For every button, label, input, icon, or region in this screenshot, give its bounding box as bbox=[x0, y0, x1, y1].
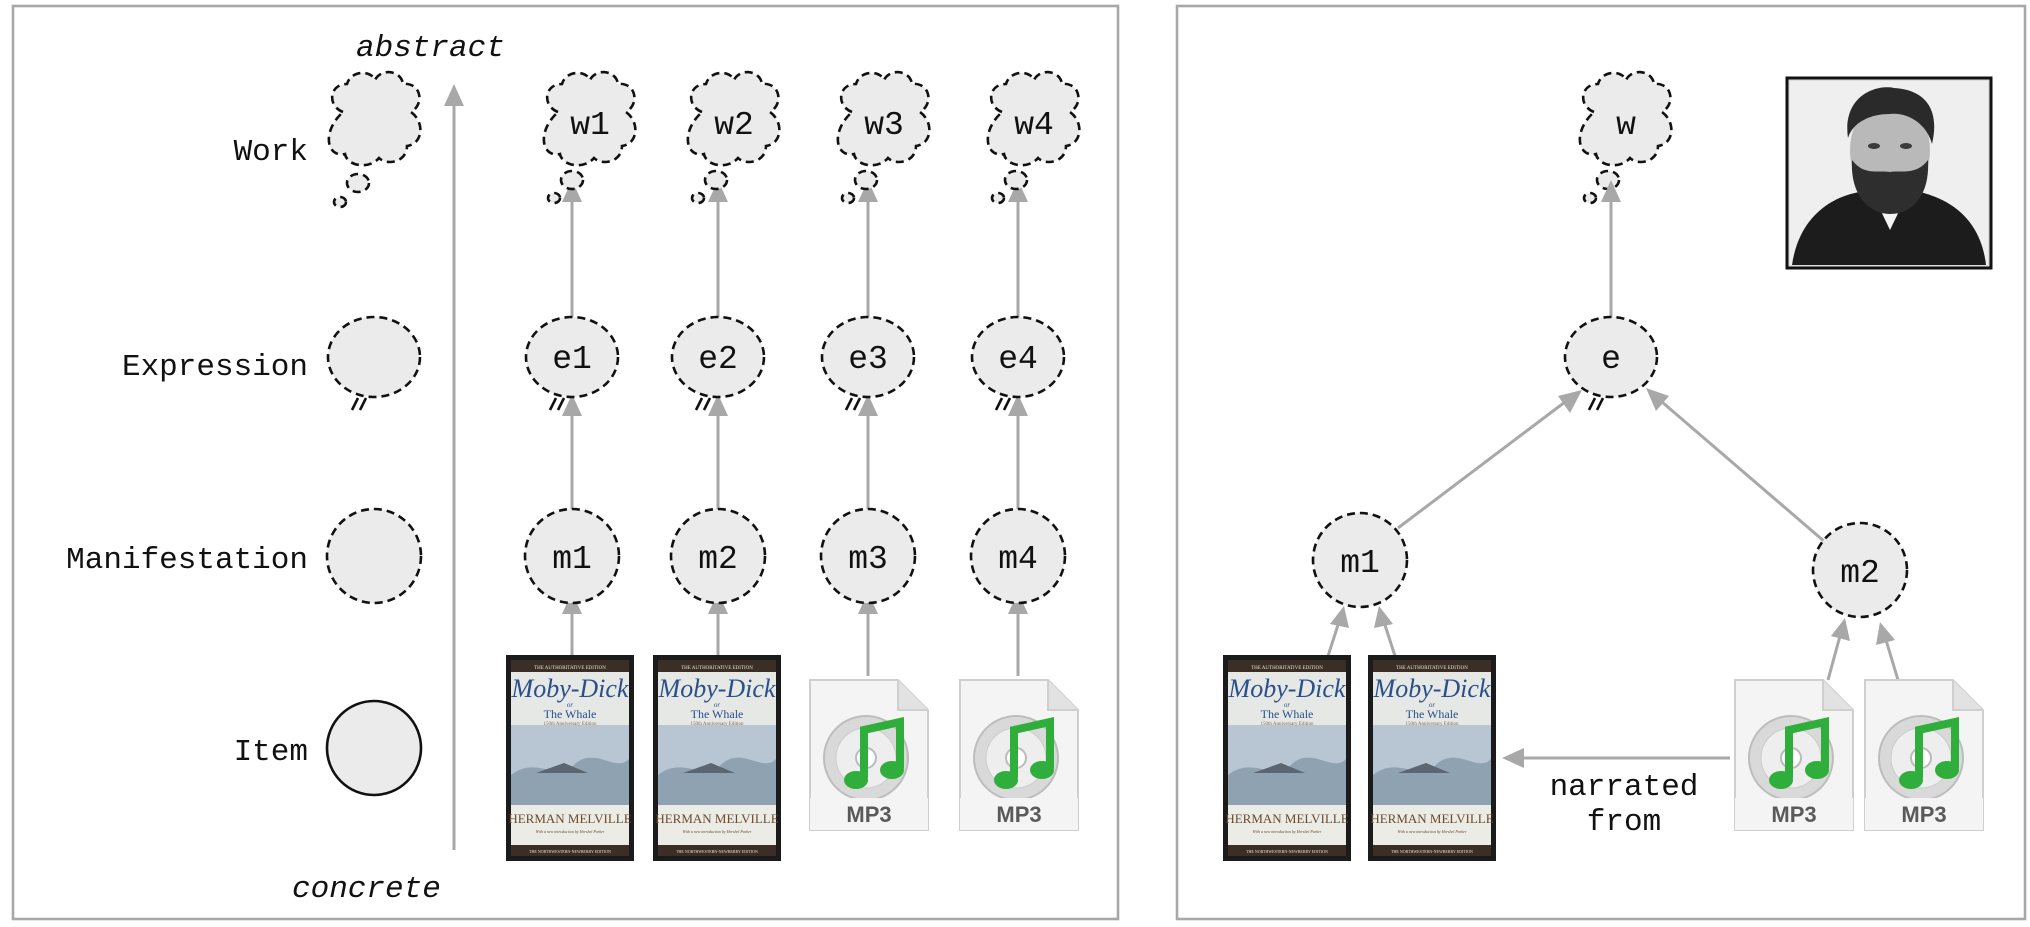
manifestation-node bbox=[669, 507, 767, 605]
expression-node-label: e2 bbox=[698, 341, 738, 378]
level-label-manifestation: Manifestation bbox=[66, 543, 308, 578]
book-publisher: THE NORTHWESTERN-NEWBERRY EDITION bbox=[676, 849, 758, 854]
expression-node bbox=[820, 315, 916, 411]
work-node bbox=[986, 70, 1081, 205]
manifestation-node-label: m2 bbox=[698, 541, 738, 578]
book-edition: 150th Anniversary Edition bbox=[543, 722, 597, 727]
book-author: HERMAN MELVILLE bbox=[508, 811, 631, 826]
book-edition: 150th Anniversary Edition bbox=[1260, 722, 1314, 727]
manifestation-node bbox=[523, 507, 621, 605]
left-column-4: w4 e4 m4 bbox=[960, 70, 1081, 830]
mp3-label: MP3 bbox=[1771, 802, 1816, 827]
right-panel bbox=[1175, 4, 2027, 921]
book-publisher: THE NORTHWESTERN-NEWBERRY EDITION bbox=[1391, 849, 1473, 854]
mp3-label: MP3 bbox=[1901, 802, 1946, 827]
work-node-label: w2 bbox=[714, 107, 754, 144]
relationship-label-line1: narrated bbox=[1550, 770, 1699, 805]
book-intro: With a new introduction by Hershel Parke… bbox=[536, 829, 605, 834]
left-column-2: w2 e2 m2 bbox=[653, 70, 781, 861]
m1-to-e-arrow bbox=[1397, 400, 1566, 530]
manifestation-node-label: m4 bbox=[998, 541, 1038, 578]
left-panel bbox=[11, 4, 1120, 921]
expression-node-label: e4 bbox=[998, 341, 1038, 378]
work-node-label: w3 bbox=[864, 107, 904, 144]
mp3-label: MP3 bbox=[996, 802, 1041, 827]
manifestation-node bbox=[819, 507, 917, 605]
book-subtitle: The Whale bbox=[1261, 707, 1314, 721]
legend-item-circle bbox=[325, 699, 423, 797]
book-title: Moby-Dick bbox=[1373, 674, 1491, 703]
left-column-1: w1 e1 m1 bbox=[506, 70, 637, 861]
manifestation-node bbox=[969, 507, 1067, 605]
book-or: or bbox=[567, 701, 574, 709]
book-or: or bbox=[1284, 701, 1291, 709]
book-author: HERMAN MELVILLE bbox=[1370, 811, 1493, 826]
book-or: or bbox=[1429, 701, 1436, 709]
axis-arrowhead bbox=[444, 84, 464, 106]
right-expression-node bbox=[1563, 315, 1659, 411]
expression-node-label: e3 bbox=[848, 341, 888, 378]
expression-node bbox=[970, 315, 1066, 411]
book-publisher: THE NORTHWESTERN-NEWBERRY EDITION bbox=[529, 849, 611, 854]
book-subtitle: The Whale bbox=[544, 707, 597, 721]
level-label-item: Item bbox=[234, 735, 308, 770]
expression-node-label: e1 bbox=[552, 341, 592, 378]
work-node-label: w4 bbox=[1014, 107, 1054, 144]
book-publisher: THE NORTHWESTERN-NEWBERRY EDITION bbox=[1246, 849, 1328, 854]
book-edition: 150th Anniversary Edition bbox=[1405, 722, 1459, 727]
author-portrait bbox=[1785, 76, 1993, 270]
book-or: or bbox=[714, 701, 721, 709]
book-author: HERMAN MELVILLE bbox=[1225, 811, 1348, 826]
book-top-line: THE AUTHORITATIVE EDITION bbox=[1396, 666, 1468, 671]
right-work-label: w bbox=[1616, 107, 1636, 144]
axis-top-label: abstract bbox=[356, 31, 505, 66]
work-node bbox=[836, 70, 931, 205]
relationship-label-line2: from bbox=[1587, 805, 1661, 840]
book-title: Moby-Dick bbox=[511, 674, 629, 703]
level-label-expression: Expression bbox=[122, 350, 308, 385]
right-expression-label: e bbox=[1601, 341, 1621, 378]
work-node-label: w1 bbox=[570, 107, 610, 144]
book-top-line: THE AUTHORITATIVE EDITION bbox=[681, 666, 753, 671]
book-intro: With a new introduction by Hershel Parke… bbox=[1398, 829, 1467, 834]
book-edition: 150th Anniversary Edition bbox=[690, 722, 744, 727]
work-node bbox=[542, 70, 637, 205]
right-m2-label: m2 bbox=[1840, 555, 1880, 592]
right-manifestation-m2 bbox=[1811, 521, 1909, 619]
right-work-node bbox=[1578, 70, 1673, 205]
m2-to-e-arrow bbox=[1661, 400, 1826, 544]
book-title: Moby-Dick bbox=[1228, 674, 1346, 703]
legend-manifestation-circle bbox=[325, 507, 423, 605]
expression-node bbox=[524, 315, 620, 411]
book-top-line: THE AUTHORITATIVE EDITION bbox=[534, 666, 606, 671]
book-top-line: THE AUTHORITATIVE EDITION bbox=[1251, 666, 1323, 671]
book-subtitle: The Whale bbox=[691, 707, 744, 721]
legend-expression-blob bbox=[326, 315, 422, 411]
right-m1-label: m1 bbox=[1340, 545, 1380, 582]
work-node bbox=[686, 70, 781, 205]
manifestation-node-label: m1 bbox=[552, 541, 592, 578]
mp3-label: MP3 bbox=[846, 802, 891, 827]
book-title: Moby-Dick bbox=[658, 674, 776, 703]
level-label-work: Work bbox=[234, 135, 308, 170]
manifestation-node-label: m3 bbox=[848, 541, 888, 578]
book-intro: With a new introduction by Hershel Parke… bbox=[683, 829, 752, 834]
legend-work-cloud bbox=[327, 70, 422, 209]
book-intro: With a new introduction by Hershel Parke… bbox=[1253, 829, 1322, 834]
axis-bottom-label: concrete bbox=[292, 872, 441, 907]
right-manifestation-m1 bbox=[1311, 511, 1409, 609]
book-subtitle: The Whale bbox=[1406, 707, 1459, 721]
expression-node bbox=[670, 315, 766, 411]
book-author: HERMAN MELVILLE bbox=[655, 811, 778, 826]
left-column-3: w3 e3 m3 bbox=[810, 70, 931, 830]
